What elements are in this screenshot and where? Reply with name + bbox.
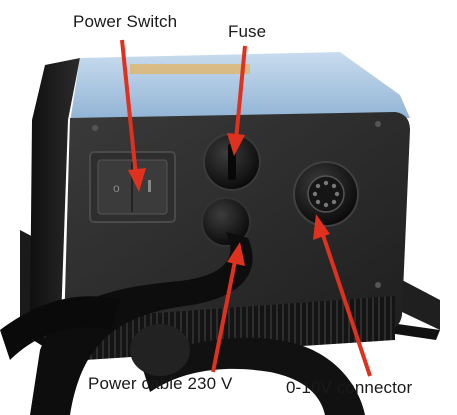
power-switch: o bbox=[89, 151, 176, 223]
power-cable-label: Power cable 230 V bbox=[88, 374, 233, 393]
arrow-fuse bbox=[227, 45, 247, 156]
arrow-connector bbox=[313, 214, 372, 377]
arrow-power-switch bbox=[120, 39, 146, 192]
arrows bbox=[120, 39, 372, 377]
connector-label: 0-10V connector bbox=[286, 378, 413, 397]
arrow-power-cable bbox=[211, 242, 245, 373]
power-cable bbox=[0, 197, 365, 415]
svg-text:o: o bbox=[113, 181, 120, 195]
connector-0-10v bbox=[293, 161, 359, 227]
power-switch-label: Power Switch bbox=[73, 12, 178, 31]
fuse-label: Fuse bbox=[228, 22, 267, 41]
